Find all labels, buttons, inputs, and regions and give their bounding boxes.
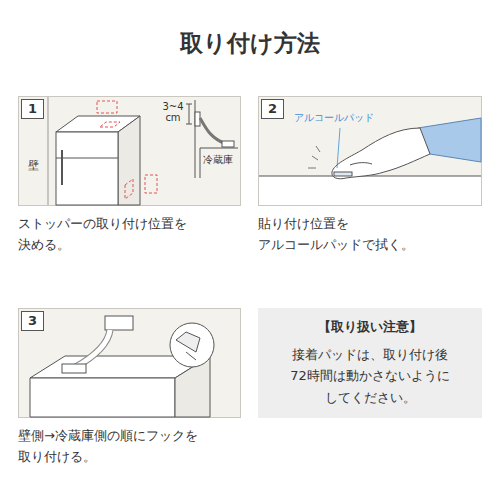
panel-frame — [259, 97, 482, 206]
step-caption: ストッパーの取り付け位置を 決める。 — [18, 214, 240, 256]
caution-heading: 【取り扱い注意】 — [318, 318, 422, 336]
caution-body: 接着パッドは、取り付け後 72時間は動かさないように してください。 — [270, 344, 470, 408]
step-caption: 貼り付け位置を アルコールパッドで拭く。 — [258, 214, 458, 256]
fridge-drawing — [48, 97, 140, 205]
stopper-drawing — [30, 316, 214, 417]
dimension-label: 3~4 cm — [160, 101, 186, 123]
step-number: 2 — [268, 101, 277, 117]
step-number: 3 — [28, 313, 37, 329]
detail-inset — [186, 100, 238, 178]
step-number-badge: 3 — [21, 311, 44, 331]
wiping-drawing — [259, 118, 481, 205]
stopper-position-mark — [97, 101, 157, 199]
step-number-badge: 2 — [261, 99, 284, 119]
step-number: 1 — [28, 101, 37, 117]
panel-frame — [19, 97, 241, 206]
caution-box: 【取り扱い注意】接着パッドは、取り付け後 72時間は動かさないように してくださ… — [258, 308, 482, 418]
step-number-badge: 1 — [21, 99, 44, 119]
step-caption: 壁側→冷蔵庫側の順にフックを 取り付ける。 — [18, 426, 240, 468]
page-title: 取り付け方法 — [0, 28, 500, 59]
panel-frame — [19, 309, 241, 418]
part-label: アルコールパッド — [294, 112, 374, 125]
part-label: 冷蔵庫 — [203, 153, 233, 167]
part-label: 壁 — [28, 158, 39, 173]
